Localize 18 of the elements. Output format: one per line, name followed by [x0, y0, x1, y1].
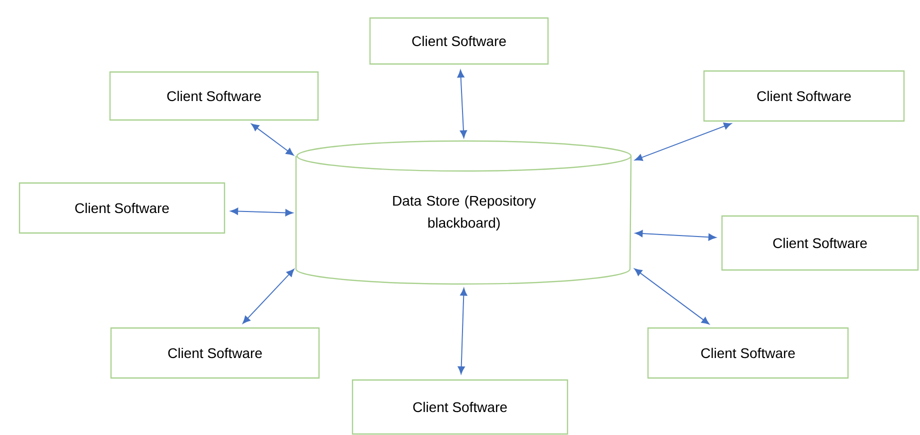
client-box: Client Software [647, 327, 849, 379]
client-box: Client Software [721, 215, 919, 271]
arrow [230, 208, 294, 216]
client-box: Client Software [18, 182, 226, 234]
client-box: Client Software [109, 71, 319, 121]
arrow [634, 268, 710, 324]
arrow [458, 288, 468, 374]
arrow [634, 230, 716, 241]
arrow [634, 122, 732, 161]
arrow [251, 124, 294, 156]
client-box: Client Software [110, 327, 320, 379]
arrow [242, 268, 294, 324]
arrow [457, 70, 468, 138]
data-store-cylinder: Data Store (Repository blackboard) [295, 140, 632, 285]
node-label: Data Store (Repository blackboard) [393, 195, 536, 231]
client-box: Client Software [703, 70, 905, 122]
client-box: Client Software [369, 17, 549, 65]
client-box: Client Software [352, 379, 568, 435]
